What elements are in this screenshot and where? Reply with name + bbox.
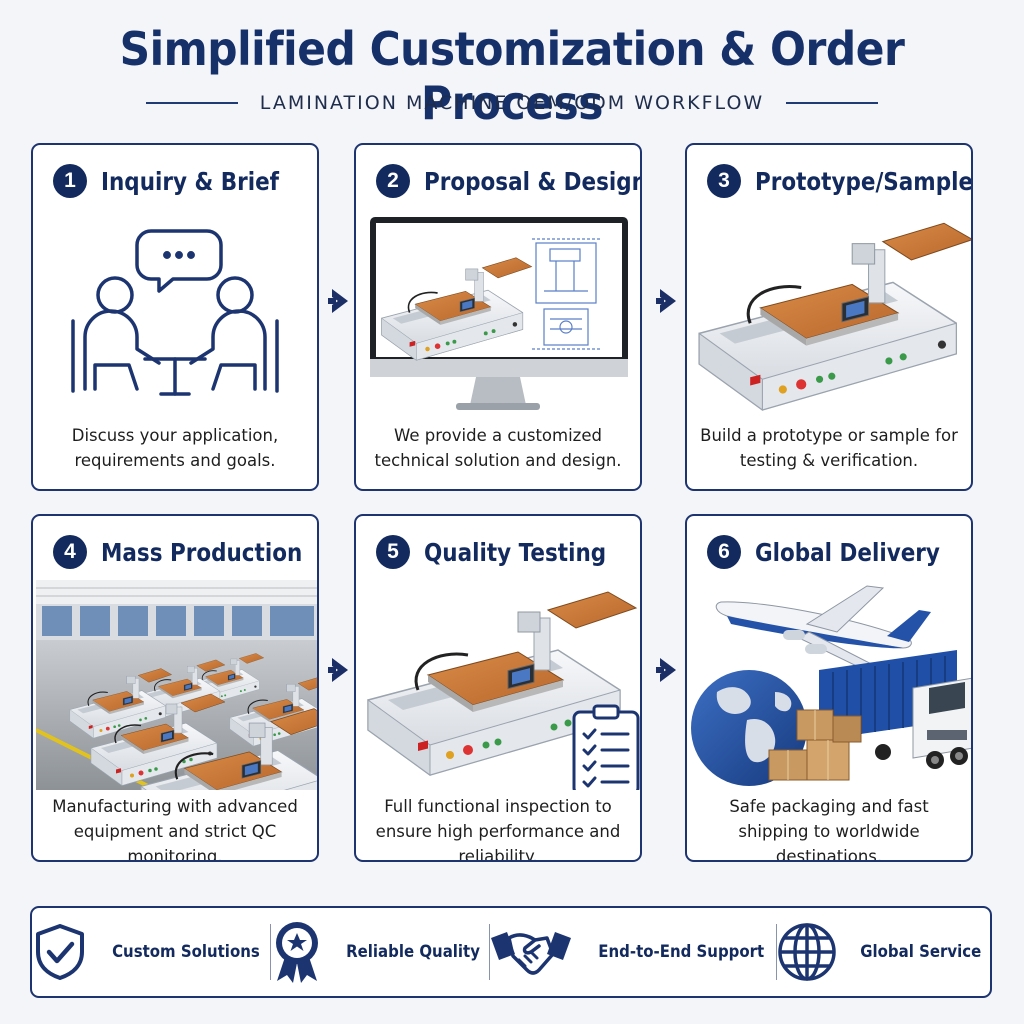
page-subtitle: LAMINATION MACHINE OEM/ODM WORKFLOW [259,92,765,114]
step-number: 6 [707,535,741,569]
quality-testing-image [366,590,640,790]
step-card-2: 2 Proposal & Design We provide a customi… [354,143,642,491]
feature-custom-solutions: Custom Solutions [32,908,270,996]
step-description: Build a prototype or sample for testing … [700,426,958,470]
step-title: Inquiry & Brief [101,166,280,196]
step-title: Proposal & Design [424,166,642,196]
step-title: Prototype/Sample [755,166,973,196]
award-ribbon-icon [275,922,318,983]
handshake-icon [491,932,572,975]
step-number: 5 [376,535,410,569]
subtitle-row: LAMINATION MACHINE OEM/ODM WORKFLOW [0,92,1024,114]
feature-divider [775,924,777,980]
step-number: 2 [376,164,410,198]
step-title: Mass Production [101,537,303,567]
subtitle-rule-right [786,102,879,104]
step-card-5: 5 Quality Testing Full functional inspec… [354,514,642,862]
arrow-right-icon [656,289,676,313]
step-title: Quality Testing [424,537,607,567]
step-description: Manufacturing with advanced equipment an… [52,797,298,862]
arrow-right-icon [328,289,348,313]
step-card-3: 3 Prototype/Sample Build a prototype or … [685,143,973,491]
arrow-right-icon [656,658,676,682]
feature-global-service: Global Service [776,908,990,996]
step-header: 1 Inquiry & Brief [53,163,307,199]
step-number: 3 [707,164,741,198]
step-description: Full functional inspection to ensure hig… [375,797,621,862]
page-title: Simplified Customization & Order Process [119,22,905,130]
package-boxes-icon [768,709,862,781]
step-card-4: 4 Mass Production [31,514,319,862]
step-header: 5 Quality Testing [376,534,630,570]
factory-floor-image [36,580,317,790]
features-bar: Custom Solutions Reliable Quality End-to… [30,906,992,998]
step-title: Global Delivery [755,537,940,567]
step-description: Discuss your application, requirements a… [71,426,279,470]
feature-label: End-to-End Support [598,942,765,962]
feature-label: Global Service [860,942,982,962]
feature-label: Reliable Quality [345,942,480,962]
step-number: 1 [53,164,87,198]
feature-label: Custom Solutions [112,942,260,962]
meeting-people-icon [71,229,279,396]
shield-check-icon [36,924,84,980]
feature-end-to-end-support: End-to-End Support [489,908,775,996]
step-header: 3 Prototype/Sample [707,163,971,199]
globe-icon [778,923,837,981]
laminator-machine-image [697,221,971,412]
subtitle-rule-left [145,102,238,104]
step-header: 2 Proposal & Design [376,163,640,199]
step-header: 4 Mass Production [53,534,307,570]
feature-divider [488,924,490,980]
arrow-right-icon [328,658,348,682]
feature-divider [269,924,271,980]
globe-plane-truck-image [691,585,971,786]
step-description: We provide a customized technical soluti… [374,426,622,470]
step-card-6: 6 Global Delivery [685,514,973,862]
step-card-1: 1 Inquiry & Brief Discuss your applicati… [31,143,319,491]
feature-reliable-quality: Reliable Quality [271,908,489,996]
monitor-design-icon [370,217,628,410]
step-header: 6 Global Delivery [707,534,961,570]
step-description: Safe packaging and fast shipping to worl… [729,797,929,862]
step-number: 4 [53,535,87,569]
checklist-icon [572,704,640,790]
